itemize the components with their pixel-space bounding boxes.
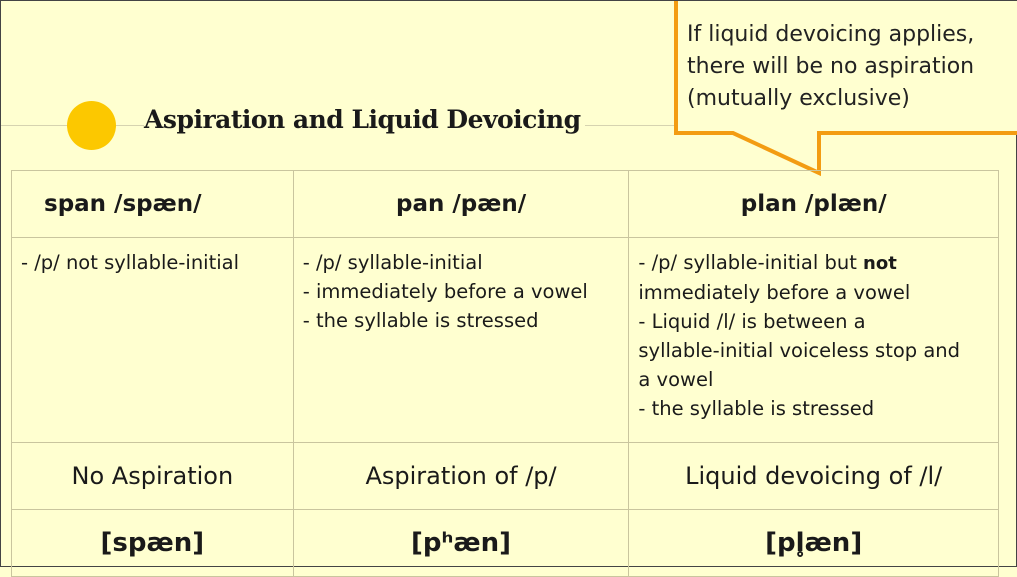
bullet-dot-icon [67,101,116,150]
condition-emphasis: not [863,253,897,274]
condition-line: immediately before a vowel [638,281,911,304]
transcription-pan: [pʰæn] [292,509,630,577]
conditions-plan: - /p/ syllable-initial but not immediate… [628,237,999,443]
callout-line: If liquid devoicing applies, [687,22,975,47]
condition-line: - immediately before a vowel [302,280,588,303]
header-pan: pan /pæn/ [292,170,630,238]
result-plan: Liquid devoicing of /l/ [628,442,999,510]
conditions-span: - /p/ not syllable-initial [11,237,294,443]
header-span: span /spæn/ [11,170,294,238]
transcription-plan: [pl̥æn] [628,509,999,577]
conditions-row: - /p/ not syllable-initial - /p/ syllabl… [11,237,999,443]
callout-line: (mutually exclusive) [687,86,910,111]
transcription-span: [spæn] [11,509,294,577]
condition-line: - /p/ syllable-initial [302,251,483,274]
header-plan: plan /plæn/ [628,170,999,238]
page-title: Aspiration and Liquid Devoicing [144,105,585,134]
condition-line: - the syllable is stressed [638,397,875,420]
result-pan: Aspiration of /p/ [292,442,630,510]
callout-text: If liquid devoicing applies, there will … [687,19,974,115]
result-span: No Aspiration [11,442,294,510]
condition-line: - Liquid /l/ is between a [638,310,866,333]
transcription-row: [spæn] [pʰæn] [pl̥æn] [11,509,999,577]
condition-line: - /p/ not syllable-initial [21,251,240,274]
condition-text: - /p/ syllable-initial but [638,251,864,274]
conditions-pan: - /p/ syllable-initial - immediately bef… [292,237,630,443]
comparison-table: span /spæn/ pan /pæn/ plan /plæn/ - /p/ … [11,170,999,577]
condition-line: - the syllable is stressed [302,309,539,332]
condition-line: syllable-initial voiceless stop and [638,339,961,362]
condition-line: - /p/ syllable-initial but not [638,248,990,278]
callout-line: there will be no aspiration [687,54,975,79]
condition-line: a vowel [638,368,714,391]
header-row: span /spæn/ pan /pæn/ plan /plæn/ [11,170,999,238]
results-row: No Aspiration Aspiration of /p/ Liquid d… [11,442,999,510]
